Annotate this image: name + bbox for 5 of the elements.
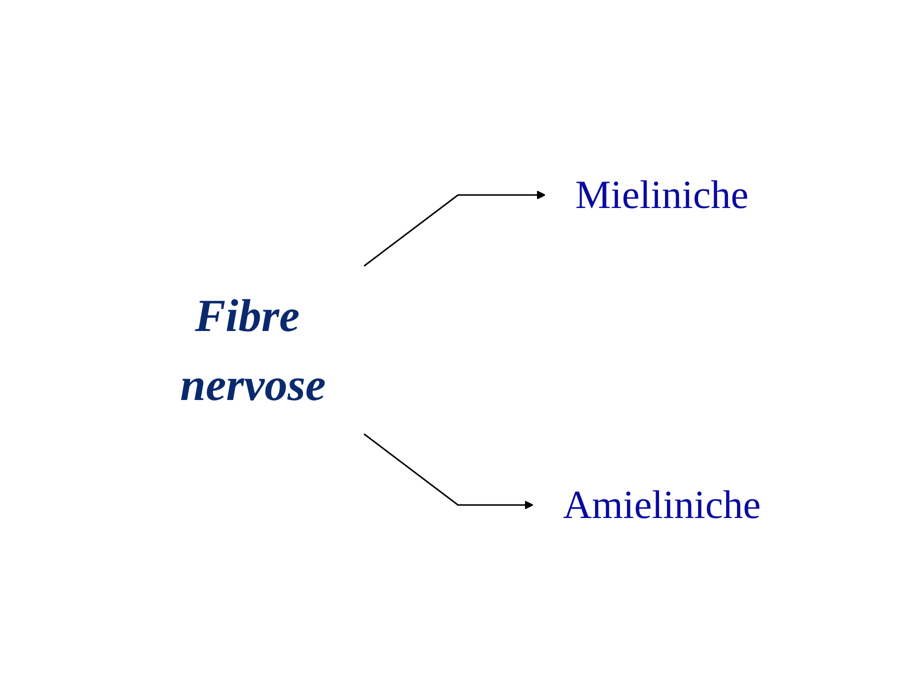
- arrow: [363, 432, 534, 509]
- node-text: Mieliniche: [574, 172, 748, 216]
- arrow: [363, 190, 546, 266]
- node-text: Amieliniche: [562, 482, 760, 526]
- node-text: Fibre nervose: [180, 290, 326, 410]
